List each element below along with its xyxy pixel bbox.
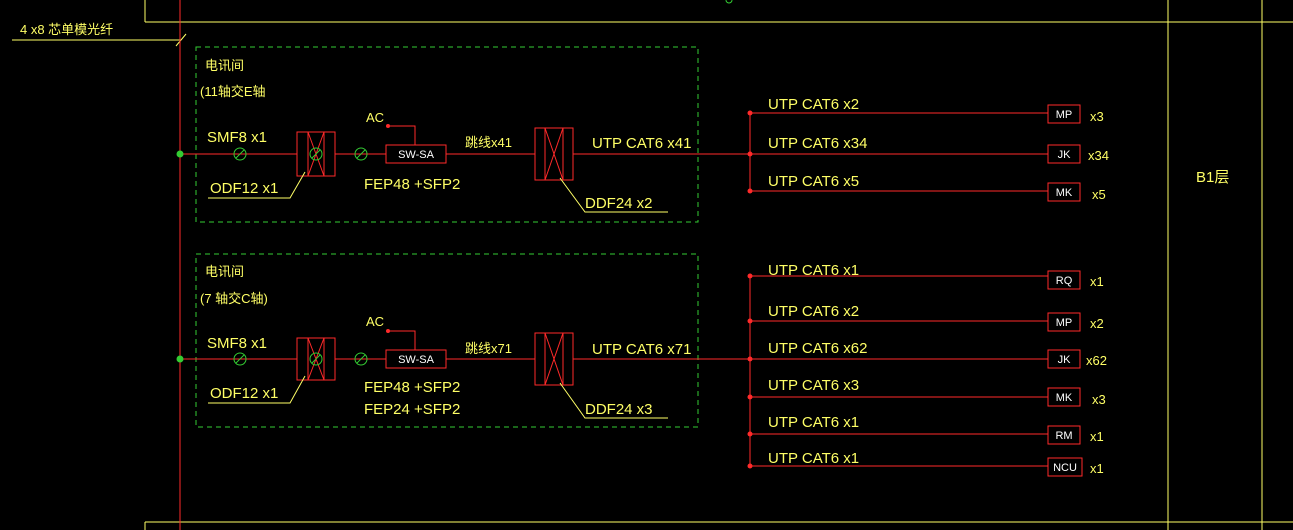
room-title-line1: 电讯间 xyxy=(205,264,244,279)
fiber-splice-icon xyxy=(354,147,368,161)
outlet-cable-label: UTP CAT6 x34 xyxy=(768,135,867,152)
room-title-line1: 电讯间 xyxy=(205,58,244,73)
outlet-quantity: x34 xyxy=(1088,148,1109,163)
outlet-device-label: RM xyxy=(1055,430,1072,442)
floor-label: B1层 xyxy=(1196,169,1229,186)
backbone-node xyxy=(176,150,184,158)
outlet-branch: UTP CAT6 x3 MK x3 xyxy=(747,377,1106,407)
outlet-device-label: RQ xyxy=(1056,275,1073,287)
uplink-cable-label: UTP CAT6 x71 xyxy=(592,341,691,358)
odf-leader-line xyxy=(208,375,306,404)
outlet-branch: UTP CAT6 x1 RM x1 xyxy=(747,414,1104,445)
outlet-branch: UTP CAT6 x5 MK x5 xyxy=(747,173,1106,202)
room-title-line2: (11轴交E轴 xyxy=(200,84,266,99)
switch-model-label: FEP48 +SFP2 xyxy=(364,176,460,193)
outlet-device-box xyxy=(1047,387,1081,407)
top-marker-node xyxy=(725,0,733,4)
outlet-quantity: x3 xyxy=(1090,109,1104,124)
incoming-fiber-label: 4 x8 芯单模光纤 xyxy=(20,22,113,37)
outlet-branch: UTP CAT6 x2 MP x3 xyxy=(747,96,1104,124)
outlet-branch: UTP CAT6 x1 RQ x1 xyxy=(747,262,1104,290)
outlet-device-label: JK xyxy=(1058,354,1072,366)
room-border xyxy=(195,253,699,428)
outlet-branch: UTP CAT6 x34 JK x34 xyxy=(747,135,1109,164)
switch-box xyxy=(385,144,447,164)
outlet-branches: UTP CAT6 x2 MP x3 UTP CAT6 x34 JK x34 UT… xyxy=(747,96,1109,202)
odf-label: ODF12 x1 xyxy=(210,180,278,197)
outlet-branches: UTP CAT6 x1 RQ x1 UTP CAT6 x2 MP x2 UTP … xyxy=(747,262,1107,477)
outlet-device-label: NCU xyxy=(1053,462,1077,474)
outlet-quantity: x1 xyxy=(1090,461,1104,476)
outlet-device-box xyxy=(1047,425,1081,445)
outlet-quantity: x1 xyxy=(1090,274,1104,289)
outlet-device-label: JK xyxy=(1058,149,1072,161)
room-border xyxy=(195,46,699,223)
outlet-device-label: MK xyxy=(1056,187,1073,199)
uplink-cable-label: UTP CAT6 x41 xyxy=(592,135,691,152)
fiber-splice-icon xyxy=(354,352,368,366)
telecom-room-2: 电讯间 (7 轴交C轴) SMF8 x1 ODF12 x1 AC SW-SA F… xyxy=(176,253,1107,477)
patch-cord-label: 跳线x41 xyxy=(465,135,512,150)
outlet-cable-label: UTP CAT6 x3 xyxy=(768,377,859,394)
incoming-fiber: 4 x8 芯单模光纤 xyxy=(12,22,187,47)
ddf-label: DDF24 x3 xyxy=(585,401,653,418)
outlet-cable-label: UTP CAT6 x2 xyxy=(768,303,859,320)
outlet-cable-label: UTP CAT6 x1 xyxy=(768,450,859,467)
outlet-device-box xyxy=(1047,457,1083,477)
ac-power-line xyxy=(388,125,416,145)
outlet-branch: UTP CAT6 x1 NCU x1 xyxy=(747,450,1104,477)
outlet-device-box xyxy=(1047,182,1081,202)
outlet-device-box xyxy=(1047,349,1081,369)
patch-cord-label: 跳线x71 xyxy=(465,341,512,356)
fiber-splice-icon xyxy=(233,352,247,366)
odf-label: ODF12 x1 xyxy=(210,385,278,402)
outlet-device-box xyxy=(1047,144,1081,164)
switch-model-label: FEP24 +SFP2 xyxy=(364,401,460,418)
ddf-leader-line xyxy=(559,382,668,419)
ddf-patch-panel-icon xyxy=(534,332,574,386)
outlet-cable-label: UTP CAT6 x62 xyxy=(768,340,867,357)
telecom-room-1: 电讯间 (11轴交E轴 SMF8 x1 ODF12 x1 AC SW-SA FE… xyxy=(176,46,1109,223)
ddf-leader-line xyxy=(559,177,668,213)
outlet-quantity: x62 xyxy=(1086,353,1107,368)
outlet-device-label: MP xyxy=(1056,109,1073,121)
outlet-cable-label: UTP CAT6 x5 xyxy=(768,173,859,190)
smf-label: SMF8 x1 xyxy=(207,335,267,352)
outlet-quantity: x2 xyxy=(1090,316,1104,331)
outlet-quantity: x5 xyxy=(1092,187,1106,202)
outlet-cable-label: UTP CAT6 x1 xyxy=(768,414,859,431)
outlet-quantity: x1 xyxy=(1090,429,1104,444)
outlet-branch: UTP CAT6 x2 MP x2 xyxy=(747,303,1104,332)
switch-box xyxy=(385,349,447,369)
switch-label: SW-SA xyxy=(398,149,435,161)
ac-power-label: AC xyxy=(366,110,384,125)
ddf-label: DDF24 x2 xyxy=(585,195,653,212)
fiber-splice-icon xyxy=(233,147,247,161)
fiber-leader-tick xyxy=(175,33,187,47)
outlet-cable-label: UTP CAT6 x1 xyxy=(768,262,859,279)
switch-model-label: FEP48 +SFP2 xyxy=(364,379,460,396)
outlet-cable-label: UTP CAT6 x2 xyxy=(768,96,859,113)
outlet-quantity: x3 xyxy=(1092,392,1106,407)
outlet-device-box xyxy=(1047,104,1081,124)
fiber-splice-icon xyxy=(309,147,323,161)
odf-leader-line xyxy=(208,171,306,199)
ac-power-node xyxy=(386,329,390,333)
fiber-splice-icon xyxy=(309,352,323,366)
outlet-device-box xyxy=(1047,270,1081,290)
outlet-device-label: MP xyxy=(1056,317,1073,329)
outlet-device-label: MK xyxy=(1056,392,1073,404)
ac-power-node xyxy=(386,124,390,128)
smf-label: SMF8 x1 xyxy=(207,129,267,146)
drawing-frame xyxy=(144,0,1293,530)
switch-label: SW-SA xyxy=(398,354,435,366)
outlet-device-box xyxy=(1047,312,1081,332)
outlet-branch: UTP CAT6 x62 JK x62 xyxy=(747,340,1107,369)
backbone-node xyxy=(176,355,184,363)
room-title-line2: (7 轴交C轴) xyxy=(200,291,268,306)
ac-power-label: AC xyxy=(366,314,384,329)
ac-power-line xyxy=(388,330,416,350)
ddf-patch-panel-icon xyxy=(534,127,574,181)
